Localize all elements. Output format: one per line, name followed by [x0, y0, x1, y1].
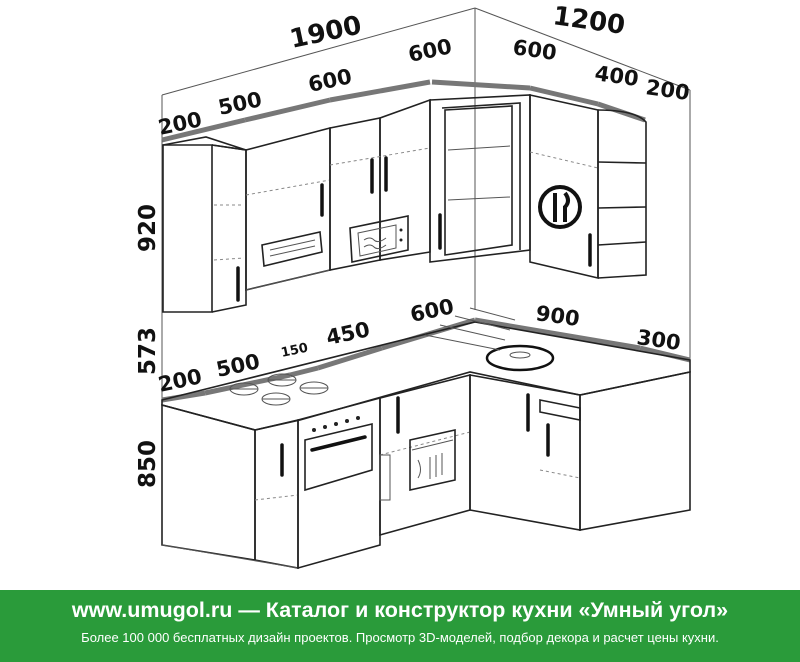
range-hood	[261, 231, 323, 267]
dim-height-920: 920	[135, 204, 161, 252]
dim-upper-400: 400	[593, 61, 640, 91]
dim-band-corner	[431, 79, 531, 91]
lower-cabinets-right	[469, 371, 691, 531]
dim-upper-200-right: 200	[644, 75, 691, 105]
lower-cabinet-left	[161, 403, 299, 569]
kitchen-drawing: 1900 1200 200 500 600 600 600 400 200 92…	[135, 1, 691, 570]
lower-cabinet-middle	[379, 373, 471, 537]
banner-subtitle: Более 100 000 бесплатных дизайн проектов…	[81, 630, 719, 645]
microwave-icon	[349, 215, 409, 263]
dim-band-400	[529, 85, 599, 107]
hob-icon	[229, 373, 329, 406]
oven-icon	[297, 396, 381, 570]
dim-1200: 1200	[551, 1, 627, 41]
glass-door	[444, 105, 513, 256]
dim-band-500	[244, 97, 331, 123]
dim-lower-900: 900	[534, 301, 581, 331]
corner-upper-cabinet	[429, 94, 531, 263]
dim-height-850: 850	[135, 440, 161, 488]
dim-lower-450: 450	[324, 317, 372, 350]
footer-banner: www.umugol.ru — Каталог и конструктор ку…	[0, 590, 800, 662]
plate-cutlery-icon	[538, 185, 582, 229]
dim-band-200	[161, 117, 246, 143]
dim-1900: 1900	[287, 10, 364, 54]
dim-lower-150: 150	[280, 341, 310, 361]
upper-cabinets-left	[162, 98, 431, 313]
dim-upper-600-corner-left: 600	[406, 34, 454, 67]
upper-dimension-bands	[161, 79, 646, 143]
upper-cabinets-right	[529, 94, 647, 280]
banner-title-link[interactable]: www.umugol.ru — Каталог и конструктор ку…	[71, 598, 729, 622]
sink-icon	[424, 307, 555, 372]
dim-band-600	[329, 79, 431, 103]
dim-height-573: 573	[135, 327, 161, 375]
dim-lower-600: 600	[408, 294, 456, 327]
dim-upper-600-corner-right: 600	[511, 35, 558, 65]
dishwasher-icon	[409, 429, 456, 491]
dim-upper-600-mid: 600	[306, 64, 354, 97]
dim-upper-200-left: 200	[156, 107, 204, 140]
